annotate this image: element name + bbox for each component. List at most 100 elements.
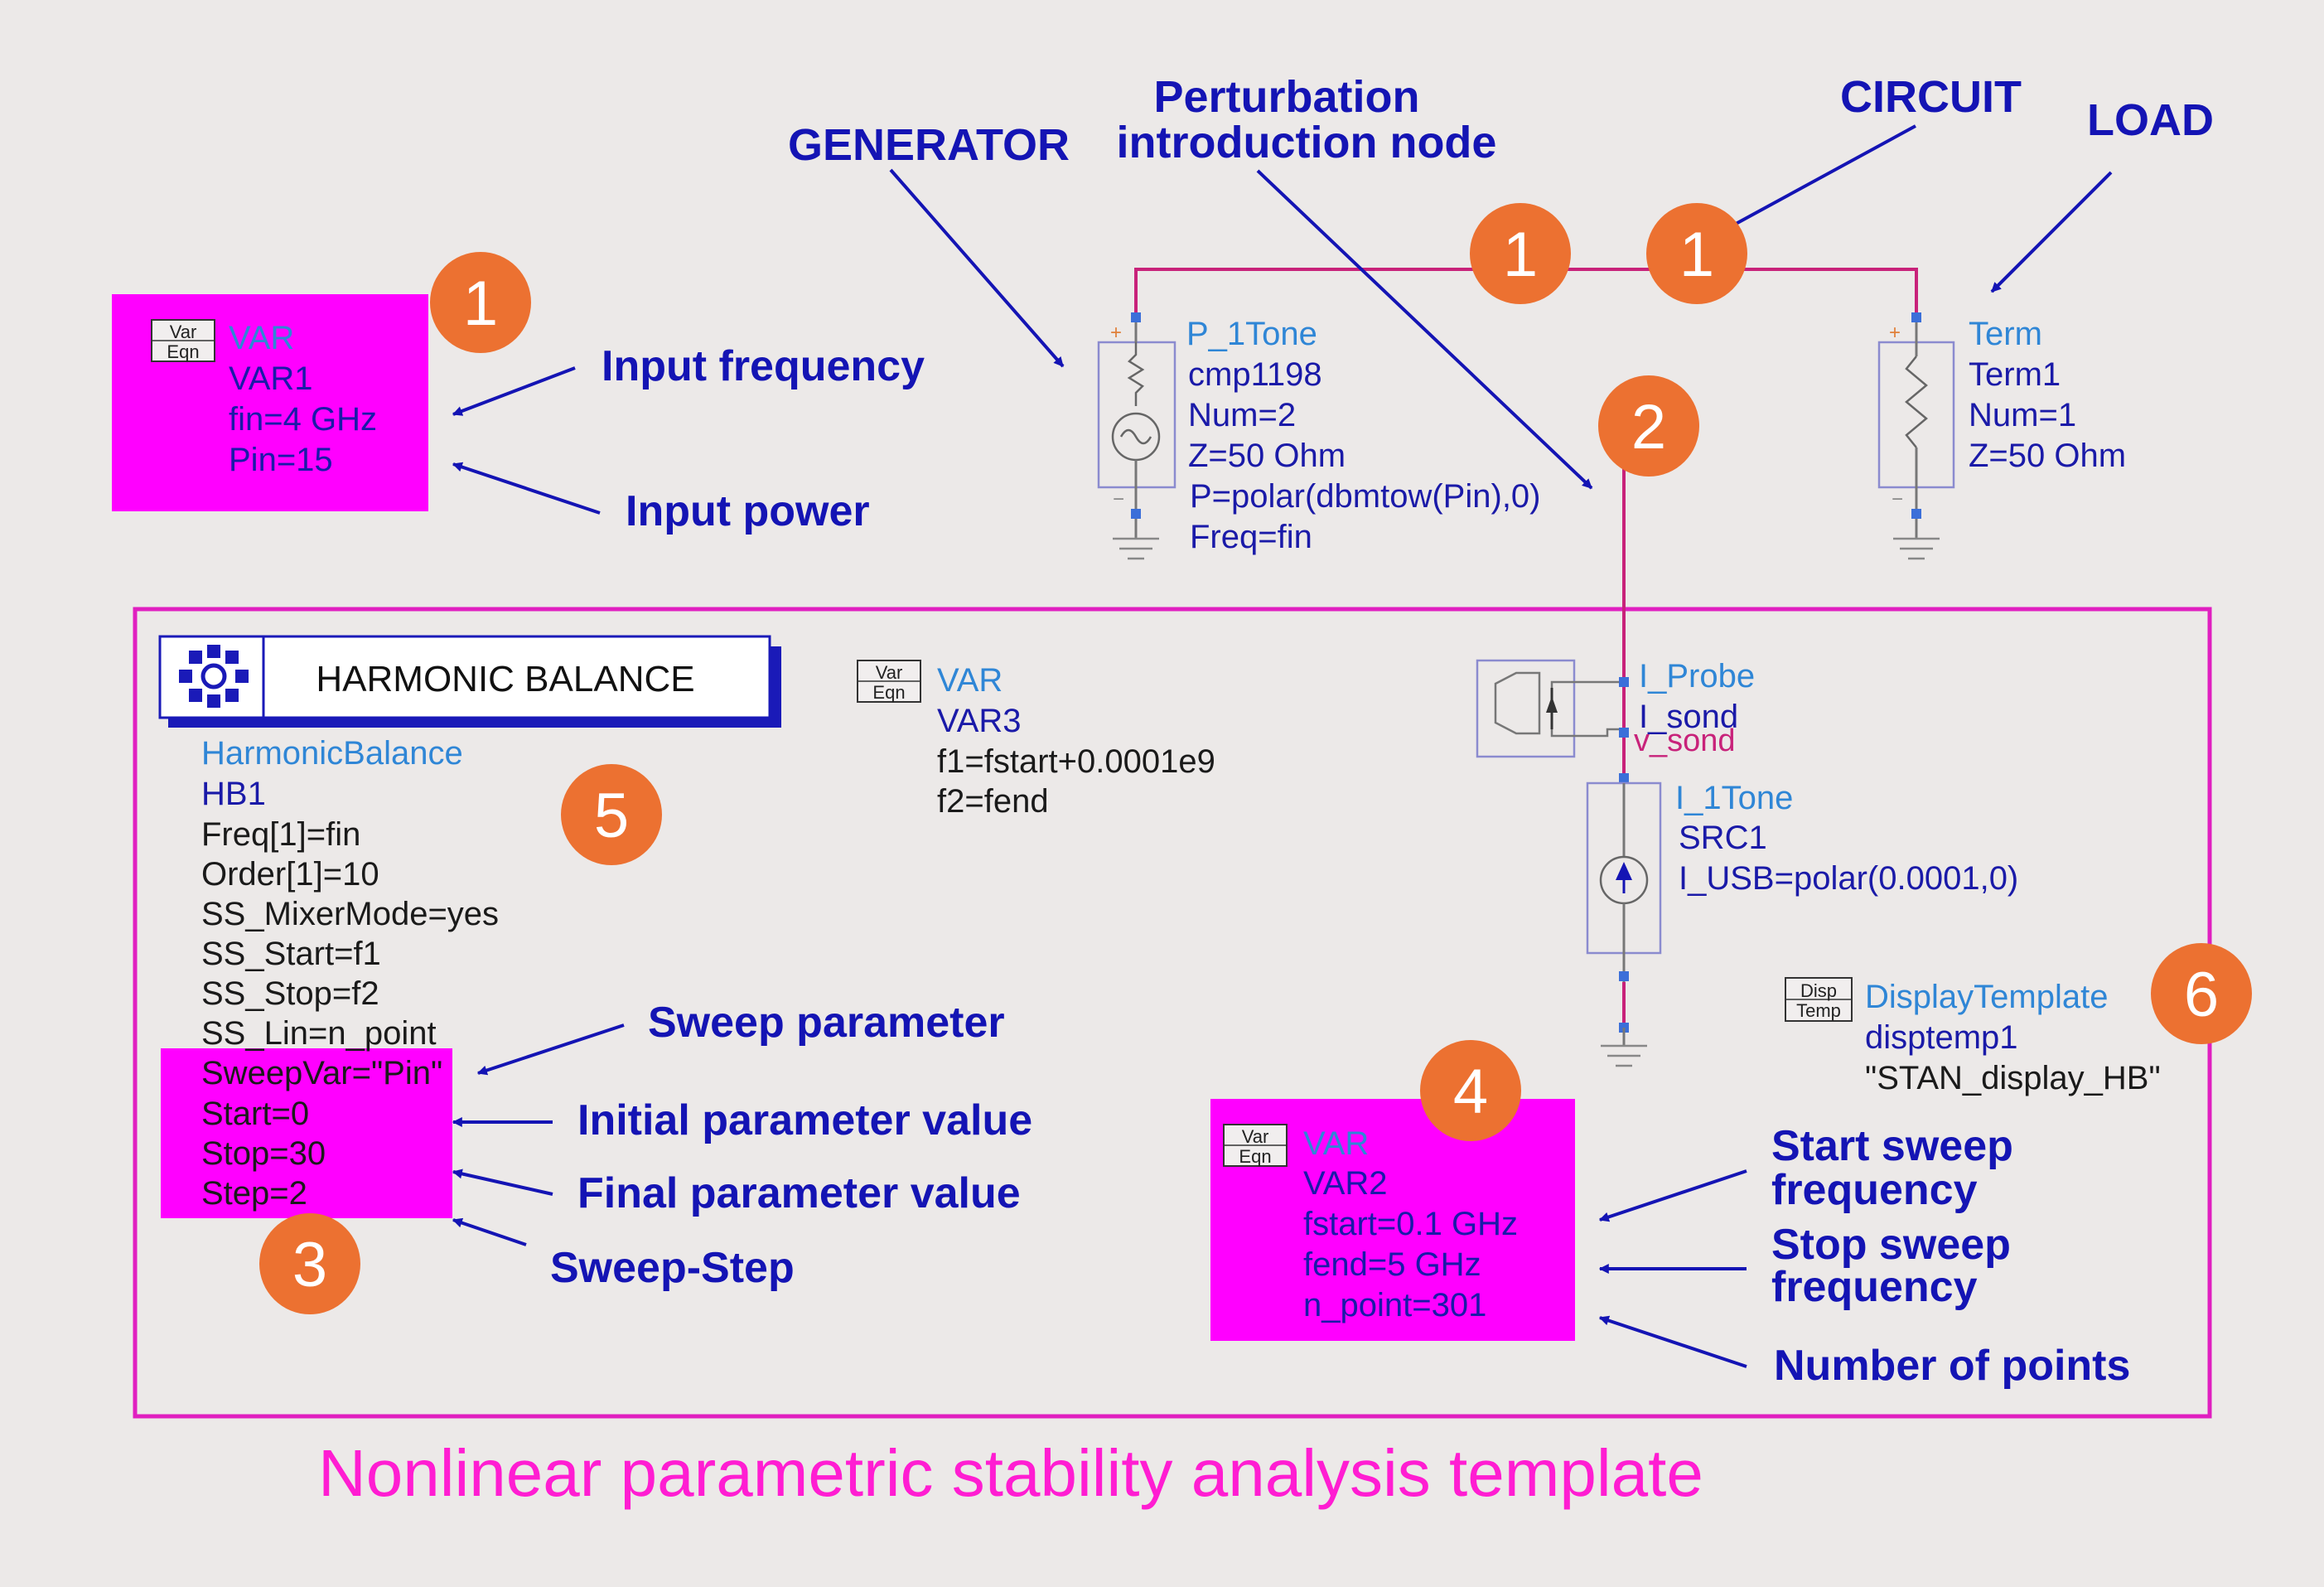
var1-var-eqn-icon: Var Eqn	[151, 319, 215, 362]
hb-line-2: SS_MixerMode=yes	[201, 896, 499, 932]
hb-line-5: SS_Lin=n_point	[201, 1015, 437, 1052]
badge-hb-number: 5	[594, 781, 629, 851]
badge-var1-number: 1	[463, 269, 498, 339]
badge-hb	[561, 764, 662, 865]
badge-sweep-number: 3	[292, 1230, 327, 1300]
disp-icon-bottom: Temp	[1796, 1000, 1841, 1021]
var3-type: VAR	[937, 662, 1003, 699]
badge-display	[2151, 943, 2252, 1044]
hb-type: HarmonicBalance	[201, 735, 463, 772]
hb-sweep-line-2: Stop=30	[201, 1135, 326, 1172]
var1-line-0: fin=4 GHz	[229, 401, 377, 438]
arrow-input-power	[452, 462, 601, 515]
badge-display-number: 6	[2184, 960, 2219, 1030]
var2-name: VAR2	[1303, 1165, 1388, 1202]
display-properties: DisplayTemplate disptemp1 "STAN_display_…	[1865, 979, 2161, 1096]
term-line-1: Z=50 Ohm	[1969, 438, 2126, 474]
annotation-labels: GENERATOR Perturbation introduction node…	[550, 72, 2214, 1390]
var2-line-0: fstart=0.1 GHz	[1303, 1206, 1518, 1242]
label-perturbation-2: introduction node	[1117, 118, 1497, 167]
hb-header-label: HARMONIC BALANCE	[316, 659, 694, 699]
probe-properties: I_Probe I_sond v_sond	[1634, 658, 1755, 758]
hb-line-1: Order[1]=10	[201, 856, 379, 893]
arrow-circuit	[1727, 124, 1916, 230]
svg-text:+: +	[1889, 322, 1901, 344]
src-line-0: I_USB=polar(0.0001,0)	[1679, 860, 2018, 897]
var-icon-bottom: Eqn	[167, 341, 199, 362]
label-start-sweep-2: frequency	[1771, 1166, 1978, 1214]
arrow-sweep-step	[452, 1217, 527, 1246]
page-title: Nonlinear parametric stability analysis …	[318, 1436, 1703, 1510]
label-sweep-step: Sweep-Step	[550, 1244, 795, 1292]
label-stop-sweep-1: Stop sweep	[1771, 1221, 2011, 1269]
arrow-sweep-parameter	[476, 1023, 625, 1076]
label-load: LOAD	[2087, 95, 2214, 145]
p1tone-type: P_1Tone	[1186, 316, 1317, 352]
var2-type: VAR	[1303, 1125, 1369, 1162]
svg-text:−: −	[1113, 488, 1124, 510]
arrow-input-frequency	[452, 366, 576, 416]
var2-line-2: n_point=301	[1303, 1287, 1486, 1323]
badge-node-right-number: 1	[1679, 220, 1714, 290]
label-circuit: CIRCUIT	[1840, 72, 2022, 122]
label-start-sweep-1: Start sweep	[1771, 1122, 2013, 1170]
arrow-number-points	[1598, 1315, 1747, 1368]
hb-name: HB1	[201, 776, 266, 812]
var-icon-bottom: Eqn	[872, 682, 905, 703]
var-icon-top: Var	[170, 322, 197, 342]
badge-probe-number: 2	[1631, 392, 1666, 462]
badge-sweep	[259, 1213, 360, 1314]
p1tone-line-0: Num=2	[1188, 397, 1296, 433]
badge-var2	[1420, 1040, 1521, 1141]
probe-node-label: v_sond	[1634, 723, 1736, 758]
var2-line-1: fend=5 GHz	[1303, 1246, 1481, 1283]
var1-type: VAR	[229, 320, 294, 356]
var3-var-eqn-icon: Var Eqn	[857, 660, 921, 703]
badge-node-right	[1646, 203, 1747, 304]
var3-line-0: f1=fstart+0.0001e9	[937, 743, 1215, 780]
term-line-0: Num=1	[1969, 397, 2076, 433]
badge-probe	[1598, 375, 1699, 477]
current-source-symbol	[1586, 781, 1662, 1067]
label-stop-sweep-2: frequency	[1771, 1263, 1978, 1311]
badge-var1	[430, 252, 531, 353]
var1-name: VAR1	[229, 360, 313, 397]
p1tone-line-2: P=polar(dbmtow(Pin),0)	[1190, 478, 1541, 515]
display-value: "STAN_display_HB"	[1865, 1060, 2161, 1096]
term-properties: Term Term1 Num=1 Z=50 Ohm	[1969, 316, 2126, 474]
label-initial-value: Initial parameter value	[577, 1096, 1032, 1144]
var-icon-top: Var	[876, 662, 903, 683]
hb-properties: HarmonicBalance HB1 Freq[1]=fin Order[1]…	[201, 735, 499, 1212]
p1tone-line-1: Z=50 Ohm	[1188, 438, 1346, 474]
term-name: Term1	[1969, 356, 2061, 393]
arrow-final-value	[452, 1168, 553, 1196]
p1tone-name: cmp1198	[1188, 356, 1322, 393]
label-final-value: Final parameter value	[577, 1169, 1021, 1217]
term-symbol: + −	[1877, 312, 1955, 560]
var-icon-top: Var	[1242, 1126, 1269, 1147]
var-icon-bottom: Eqn	[1239, 1146, 1271, 1167]
hb-line-3: SS_Start=f1	[201, 936, 381, 972]
src-properties: I_1Tone SRC1 I_USB=polar(0.0001,0)	[1675, 780, 2018, 897]
annotation-arrows	[452, 124, 2113, 1368]
hb-sweep-line-1: Start=0	[201, 1096, 309, 1132]
p1tone-symbol: + −	[1097, 312, 1176, 560]
hb-sweep-line-0: SweepVar="Pin"	[201, 1055, 442, 1091]
badge-node-left-number: 1	[1503, 220, 1538, 290]
var2-properties: VAR VAR2 fstart=0.1 GHz fend=5 GHz n_poi…	[1303, 1125, 1518, 1323]
var2-var-eqn-icon: Var Eqn	[1223, 1124, 1288, 1167]
badge-var2-number: 4	[1453, 1057, 1488, 1127]
arrow-perturbation	[1256, 169, 1593, 490]
display-type: DisplayTemplate	[1865, 979, 2108, 1015]
display-name: disptemp1	[1865, 1019, 2018, 1056]
label-sweep-parameter: Sweep parameter	[648, 999, 1005, 1047]
sweep-highlight-box	[161, 1048, 452, 1218]
badge-node-left	[1470, 203, 1571, 304]
arrow-start-sweep	[1598, 1169, 1747, 1222]
label-generator: GENERATOR	[788, 120, 1070, 170]
src-type: I_1Tone	[1675, 780, 1793, 816]
current-probe-symbol	[1476, 659, 1629, 783]
probe-type: I_Probe	[1639, 658, 1755, 694]
